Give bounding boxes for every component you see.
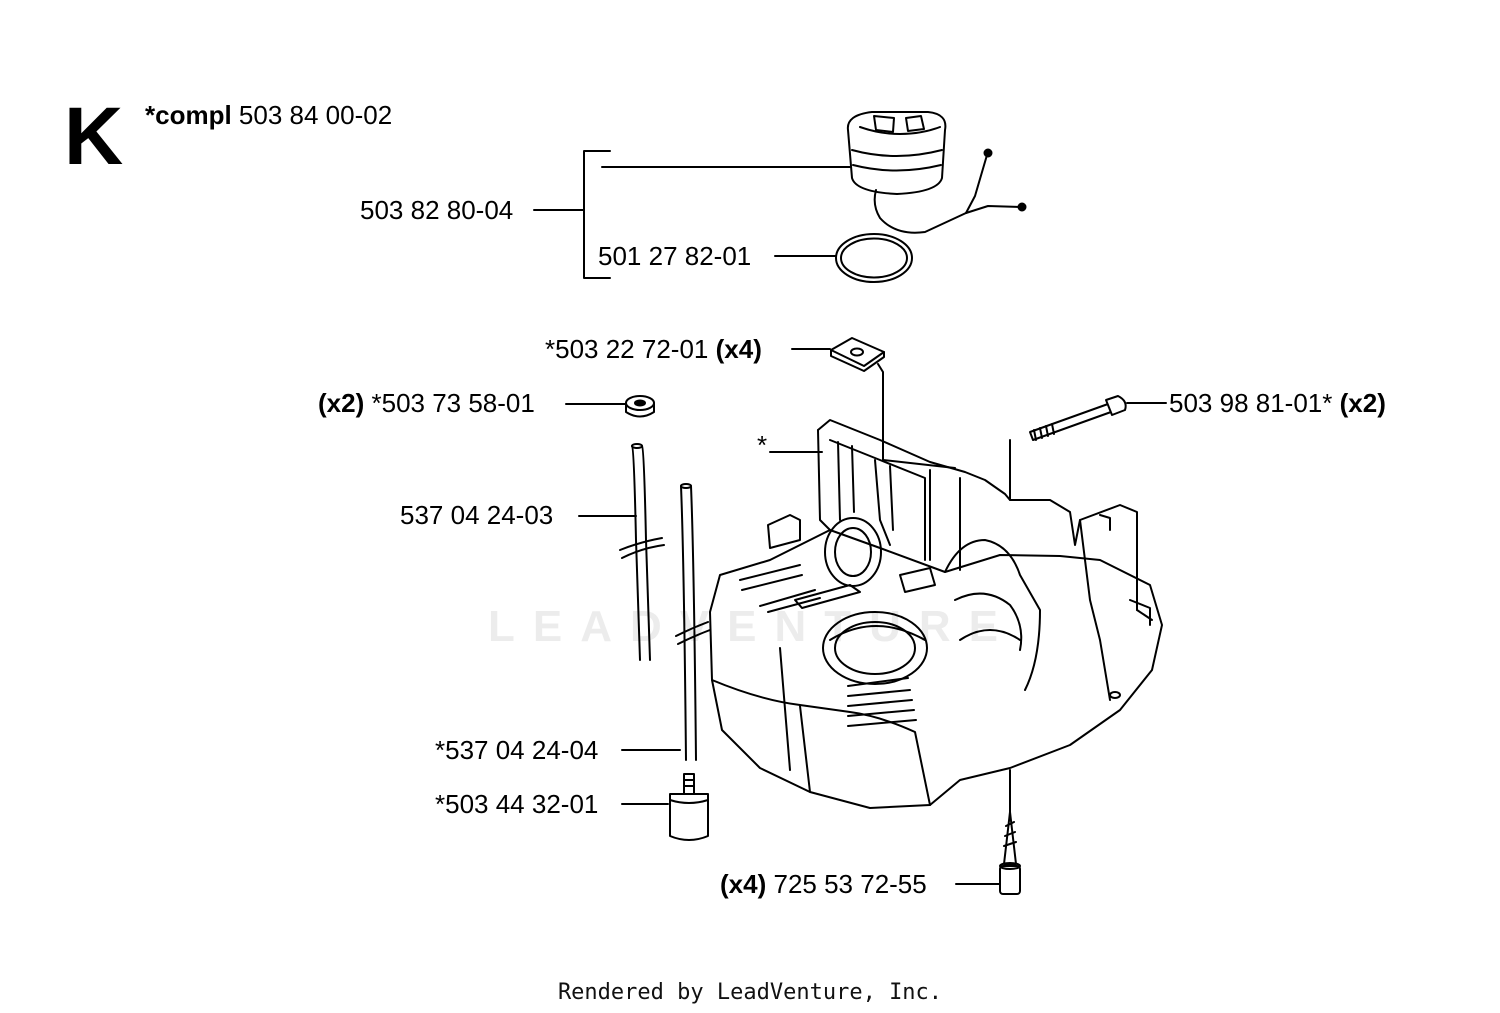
footer-credit: Rendered by LeadVenture, Inc.: [557, 980, 943, 1005]
callout-fuel-hose[interactable]: 537 04 24-03: [400, 500, 554, 530]
callout-bolt[interactable]: 503 98 81-01* (x2): [1169, 388, 1386, 418]
section-letter: K: [64, 91, 124, 182]
tank-cap: [846, 111, 1027, 234]
fuel-filter: [669, 773, 709, 841]
screw-quantity: (x4): [720, 869, 767, 899]
compl-prefix: *compl: [145, 100, 232, 130]
grommet: [625, 395, 655, 418]
callout-o-ring[interactable]: 501 27 82-01: [598, 241, 752, 271]
callout-grommet[interactable]: (x2) *503 73 58-01: [318, 388, 535, 418]
bolt: [1029, 395, 1127, 441]
callout-fuel-filter[interactable]: *503 44 32-01: [435, 789, 599, 819]
crankcase: [709, 419, 1163, 809]
callout-nut[interactable]: *503 22 72-01 (x4): [545, 334, 762, 364]
compl-part-number: 503 84 00-02: [238, 100, 393, 130]
fuel-hose: [619, 443, 665, 661]
bolt-part-number: 503 98 81-01*: [1169, 388, 1333, 418]
callout-fuel-hose-2[interactable]: *537 04 24-04: [435, 735, 599, 765]
callout-tank-cap[interactable]: 503 82 80-04: [360, 195, 514, 225]
o-ring: [835, 233, 913, 283]
leader-lines: [533, 150, 1167, 885]
nut-quantity: (x4): [715, 334, 762, 364]
screw: [999, 811, 1021, 895]
nut: [830, 337, 885, 372]
callout-star: *: [757, 430, 768, 460]
grommet-quantity: (x2): [318, 388, 365, 418]
fuel-hose-2: [675, 483, 711, 761]
bolt-quantity: (x2): [1339, 388, 1386, 418]
screw-part-number: 725 53 72-55: [773, 869, 927, 899]
callout-screw[interactable]: (x4) 725 53 72-55: [720, 869, 927, 899]
assembly-label: *compl 503 84 00-02: [145, 100, 392, 130]
grommet-part-number: *503 73 58-01: [371, 388, 535, 418]
watermark: LEADVENTURE: [488, 602, 1017, 651]
nut-part-number: *503 22 72-01: [545, 334, 709, 364]
